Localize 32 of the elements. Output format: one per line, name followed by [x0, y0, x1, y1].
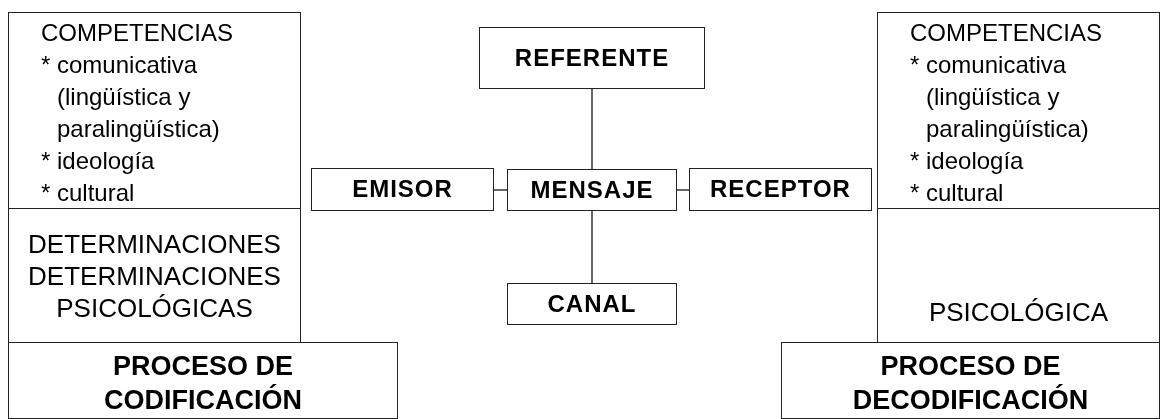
determinations-box — [877, 208, 1160, 343]
connector-line — [676, 189, 690, 191]
competencies-box — [8, 12, 301, 209]
node-label: PSICOLÓGICA — [927, 296, 1110, 328]
process-box — [8, 342, 398, 419]
referent-box — [479, 27, 705, 89]
list-item: * cultural — [41, 178, 136, 208]
node-label: MENSAJE — [530, 175, 654, 205]
node-label: DETERMINACIONES DETERMINACIONES PSICOLÓGICAS — [27, 227, 282, 324]
list-item: * cultural — [910, 178, 1005, 208]
connector-line — [591, 88, 593, 170]
list-item: * ideología — [910, 146, 1025, 176]
list-item: * ideología — [41, 146, 156, 176]
list-item: * comunicativa (lingüística y paralingüística) — [41, 50, 221, 144]
node-label: CANAL — [547, 289, 637, 319]
node-label: PROCESO DE DECODIFICACIÓN — [851, 350, 1090, 417]
node-label: REFERENTE — [514, 43, 670, 73]
connector-line — [591, 210, 593, 284]
message-box — [507, 169, 677, 211]
channel-box — [507, 283, 677, 325]
competencies-box — [877, 12, 1160, 209]
list-item: * comunicativa (lingüística y paralingüística) — [910, 50, 1090, 144]
heading-text: COMPETENCIAS — [910, 18, 1104, 48]
node-label: PROCESO DE CODIFICACIÓN — [103, 350, 303, 417]
sender-box — [311, 168, 494, 211]
node-label: RECEPTOR — [710, 175, 851, 204]
determinations-box — [8, 208, 301, 343]
node-label: EMISOR — [352, 175, 453, 204]
connector-line — [493, 189, 508, 191]
heading-text: COMPETENCIAS — [41, 18, 235, 48]
process-box — [781, 342, 1160, 419]
receiver-box — [689, 168, 872, 211]
